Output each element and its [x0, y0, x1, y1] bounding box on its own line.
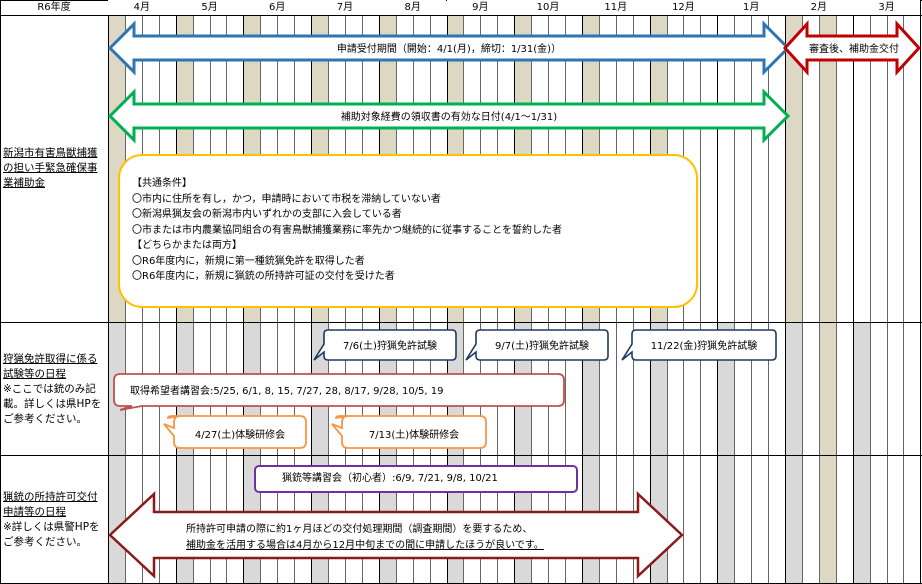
grid-line [785, 0, 786, 584]
month-header: 10月 [514, 0, 582, 15]
month-header: 8月 [378, 0, 447, 15]
grid-line [768, 15, 770, 584]
grid-line [734, 15, 736, 584]
receipt-period-arrow [107, 88, 791, 144]
application-period-text: 申請受付期間（開始：4/1(月)，締切：1/31(金)） [336, 44, 562, 55]
month-header: 11月 [581, 0, 650, 15]
grid-line [818, 15, 820, 584]
month-header: 5月 [175, 0, 244, 15]
exam-3-callout-shape [621, 329, 777, 361]
grid-line [0, 0, 1, 584]
grid-line [801, 15, 803, 584]
training-1-text: 4/27(土)体験研修会 [194, 430, 286, 441]
permit-course-text: 猟銃等講習会（初心者）:6/9, 7/21, 9/8, 10/21 [282, 473, 498, 484]
receipt-period-text: 補助対象経費の領収書の有効な日付(4/1～1/31) [340, 112, 558, 123]
month-header: 7月 [311, 0, 379, 15]
permit-processing-line-1: 所持許可申請の際に約1ヶ月ほどの交付処理期間（調査期間）を要するため、 [186, 524, 533, 535]
grid-line [835, 15, 837, 584]
grid-column [836, 15, 853, 584]
grid-column-lower [852, 455, 870, 584]
year-label: R6年度 [37, 2, 71, 13]
grid-column-lower [108, 455, 125, 584]
grid-line [700, 15, 702, 584]
grid-column-lower [785, 455, 802, 584]
grid-column [870, 15, 887, 584]
permit-processing-text: 所持許可申請の際に約1ヶ月ほどの交付処理期間（調査期間）を要するため、 補助金を… [186, 522, 544, 554]
training-1-callout-shape [163, 415, 307, 449]
month-header: 9月 [446, 0, 515, 15]
grid-column [818, 15, 836, 584]
either-condition-2: 〇R6年度内に，新規に猟銃の所持許可証の交付を受けた者 [132, 271, 395, 282]
common-conditions-heading: 【共通条件】 [132, 178, 192, 189]
grid-line [869, 15, 871, 584]
grid-line [751, 15, 753, 584]
common-condition-2: 〇新潟県猟友会の新潟市内いずれかの支部に入会している者 [132, 209, 402, 220]
common-condition-3: 〇市または市内農業協同組合の有害鳥獣捕獲業務に率先かつ継続的に従事することを誓約… [132, 224, 562, 236]
grid-line [108, 0, 109, 584]
grid-column [903, 15, 920, 584]
training-2-text: 7/13(土)体験研修会 [368, 430, 460, 441]
review-arrow [782, 20, 922, 76]
training-2-callout-shape [331, 415, 487, 449]
month-header: 3月 [852, 0, 921, 15]
grid-line [920, 0, 922, 584]
month-header: 4月 [108, 0, 176, 15]
common-condition-1: 〇市内に住所を有し，かつ，申請時において市税を滞納していない者 [132, 193, 441, 205]
month-header: 6月 [243, 0, 312, 15]
grid-line [0, 455, 922, 456]
grid-line [717, 0, 719, 584]
row-label-exam: 狩猟免許取得に係る試験等の日程 ※ここでは銃のみ記載。詳しくは県HPをご参考くだ… [3, 353, 102, 425]
either-condition-1: 〇R6年度内に，新規に第一種銃猟免許を取得した者 [132, 255, 365, 267]
grid-line [903, 15, 905, 584]
grid-column-lower [785, 322, 802, 455]
exam-2-callout-shape [465, 329, 609, 361]
permit-processing-line-2: 補助金を活用する場合は4月から12月中旬までの間に申請したほうが良いです。 [186, 540, 544, 551]
month-header: 12月 [649, 0, 718, 15]
permit-course-box: 猟銃等講習会（初心者）:6/9, 7/21, 9/8, 10/21 [254, 465, 578, 493]
grid-column-lower [852, 322, 870, 455]
conditions-box: 【共通条件】 〇市内に住所を有し，かつ，申請時において市税を滞納していない者 〇… [118, 154, 698, 308]
grid-line [0, 15, 922, 16]
lectures-callout-shape [113, 373, 565, 411]
exam-2-text: 9/7(土)狩猟免許試験 [495, 341, 589, 352]
grid-column-lower [717, 455, 735, 584]
month-header: 1月 [717, 0, 785, 15]
month-header: 2月 [785, 0, 853, 15]
exam-1-callout-shape [313, 329, 457, 361]
exam-1-text: 7/6(土)狩猟免許試験 [343, 341, 437, 352]
grid-line [886, 15, 888, 584]
grid-line [0, 322, 922, 323]
row-label-subsidy: 新潟市有害鳥獣捕獲の担い手緊急確保事業補助金 [3, 147, 98, 189]
grid-column [802, 15, 819, 584]
lectures-text: 取得希望者講習会:5/25, 6/1, 8, 15, 7/27, 28, 8/1… [130, 386, 444, 397]
grid-line [852, 0, 854, 584]
row-label-permit: 猟銃の所持許可交付申請等の日程 ※詳しくは県警HPをご参考ください。 [3, 491, 100, 548]
either-conditions-heading: 【どちらかまたは両方】 [132, 240, 242, 251]
permit-processing-arrow [108, 491, 684, 579]
exam-3-text: 11/22(金)狩猟免許試験 [650, 341, 758, 352]
grid-column [887, 15, 904, 584]
review-text: 審査後、補助金交付 [809, 44, 899, 55]
